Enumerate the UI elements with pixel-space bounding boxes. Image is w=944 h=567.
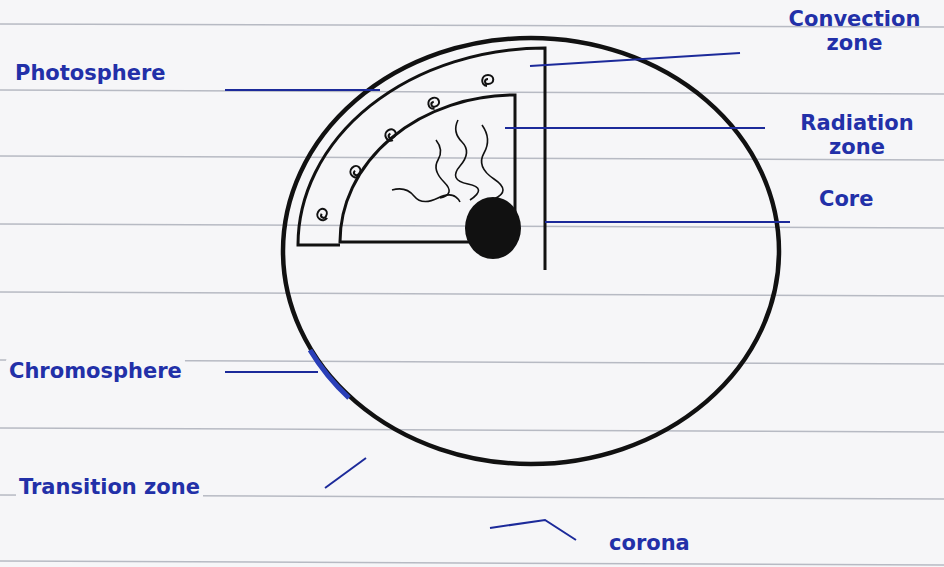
radiation-path bbox=[436, 140, 449, 198]
radiation-path bbox=[392, 189, 460, 202]
leader-line bbox=[530, 53, 740, 66]
ruled-line bbox=[0, 561, 944, 565]
convection-swirl bbox=[427, 97, 440, 110]
ruled-line bbox=[0, 428, 944, 432]
part-label: Photosphere bbox=[12, 60, 169, 86]
radiation-path bbox=[456, 120, 479, 200]
leader-line bbox=[490, 520, 576, 540]
convection-swirl bbox=[315, 207, 330, 222]
part-label: corona bbox=[606, 530, 693, 556]
convection-zone-cutaway bbox=[298, 48, 545, 270]
ruled-line bbox=[0, 156, 944, 160]
chromosphere-mark bbox=[310, 350, 349, 398]
ruled-line bbox=[0, 292, 944, 296]
leader-line bbox=[325, 458, 366, 488]
convection-swirl bbox=[348, 164, 364, 180]
ruled-line bbox=[0, 90, 944, 94]
part-label: Transition zone bbox=[16, 474, 203, 500]
radiation-paths bbox=[392, 120, 503, 202]
part-label: Core bbox=[816, 186, 876, 212]
leader-line bbox=[225, 371, 318, 373]
part-label: Radiation zone bbox=[774, 110, 940, 160]
part-label: Convection zone bbox=[769, 6, 940, 56]
convection-swirls bbox=[315, 75, 493, 222]
convection-swirl bbox=[482, 75, 493, 86]
leader-lines bbox=[225, 53, 790, 540]
notebook-ruling bbox=[0, 24, 944, 565]
sun-outline bbox=[283, 38, 779, 464]
core-blob bbox=[465, 197, 521, 259]
convection-swirl bbox=[383, 128, 398, 143]
leader-line bbox=[505, 127, 765, 129]
leader-line bbox=[225, 89, 380, 91]
radiation-path bbox=[482, 125, 503, 199]
leader-line bbox=[545, 221, 790, 223]
part-label: Chromosphere bbox=[6, 358, 185, 384]
